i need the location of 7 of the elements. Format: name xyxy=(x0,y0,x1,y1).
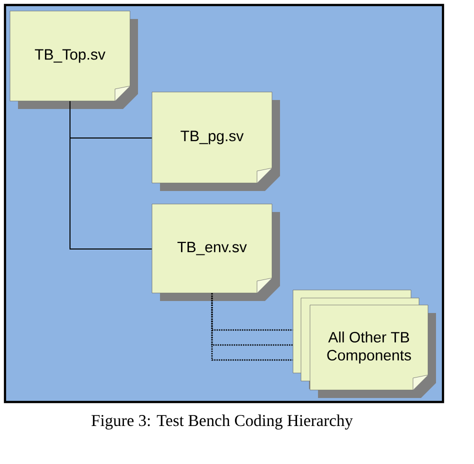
connector-line xyxy=(70,100,152,250)
note-box: TB_env.sv xyxy=(152,204,280,301)
note-box: TB_pg.sv xyxy=(152,92,280,191)
figure-caption: Figure 3: Test Bench Coding Hierarchy xyxy=(92,414,353,430)
note-box: TB_Top.sv xyxy=(10,10,138,109)
connector-line xyxy=(211,293,293,361)
stacked-note-boxes: All Other TB Components xyxy=(292,290,436,398)
